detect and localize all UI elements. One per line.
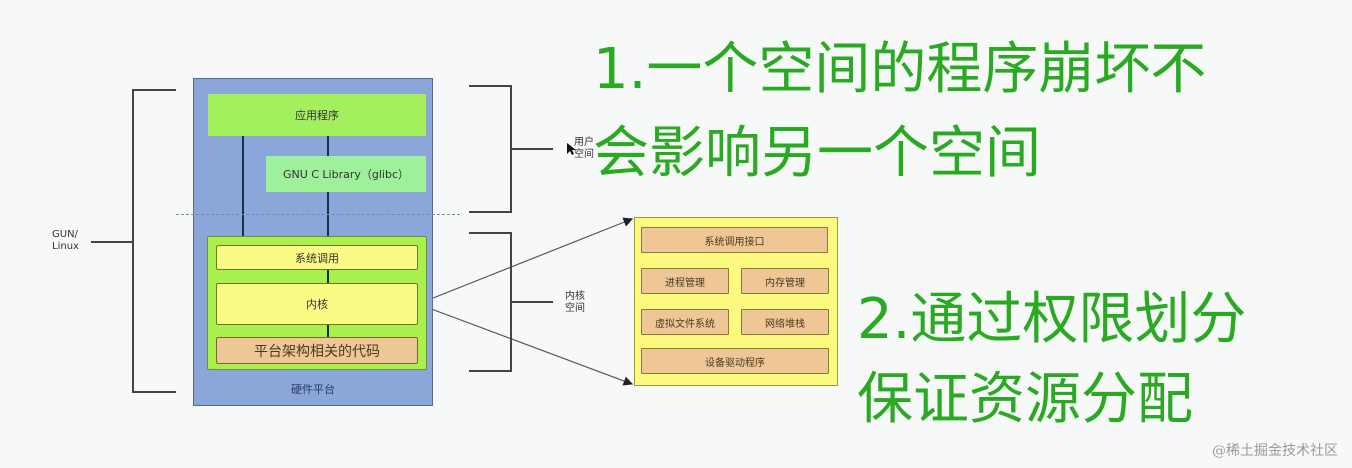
arch-specific-code-box: 平台架构相关的代码 bbox=[216, 337, 418, 364]
watermark: @稀土掘金技术社区 bbox=[1212, 443, 1338, 459]
annotation-point1-line2: 会影响另一个空间 bbox=[593, 121, 1041, 186]
process-management-box: 进程管理 bbox=[641, 268, 729, 294]
annotation-point1-line1: 1.一个空间的程序崩坏不 bbox=[593, 37, 1207, 102]
application-box: 应用程序 bbox=[208, 94, 426, 136]
kernel-space-bracket bbox=[469, 232, 512, 372]
mouse-cursor-icon bbox=[567, 143, 576, 155]
user-space-bracket bbox=[469, 85, 512, 213]
kernel-to-arch-line bbox=[327, 325, 329, 337]
user-kernel-divider bbox=[176, 214, 460, 215]
memory-management-box: 内存管理 bbox=[741, 268, 829, 294]
app-to-glibc-line bbox=[327, 136, 329, 156]
syscall-to-kernel-line bbox=[327, 270, 329, 283]
user-space-bracket-tick bbox=[511, 148, 553, 150]
gnu-linux-label: GUN/ Linux bbox=[52, 229, 79, 252]
annotation-point2-line1: 2.通过权限划分 bbox=[857, 287, 1247, 352]
gnu-linux-bracket-tick bbox=[91, 241, 133, 243]
app-to-syscall-line bbox=[242, 136, 244, 237]
kernel-box: 内核 bbox=[216, 283, 418, 325]
gnu-linux-bracket bbox=[132, 89, 176, 393]
kernel-space-bracket-tick bbox=[511, 301, 553, 303]
hardware-platform-label: 硬件平台 bbox=[291, 383, 335, 396]
user-space-label: 用户 空间 bbox=[574, 137, 594, 160]
kernel-space-label: 内核 空间 bbox=[565, 291, 585, 314]
device-drivers-box: 设备驱动程序 bbox=[641, 348, 829, 374]
network-stack-box: 网络堆栈 bbox=[741, 309, 829, 335]
virtual-file-system-box: 虚拟文件系统 bbox=[641, 309, 729, 335]
system-call-box: 系统调用 bbox=[216, 245, 418, 270]
glibc-box: GNU C Library（glibc） bbox=[266, 156, 426, 192]
syscall-interface-box: 系统调用接口 bbox=[641, 227, 828, 253]
annotation-point2-line2: 保证资源分配 bbox=[857, 367, 1193, 432]
